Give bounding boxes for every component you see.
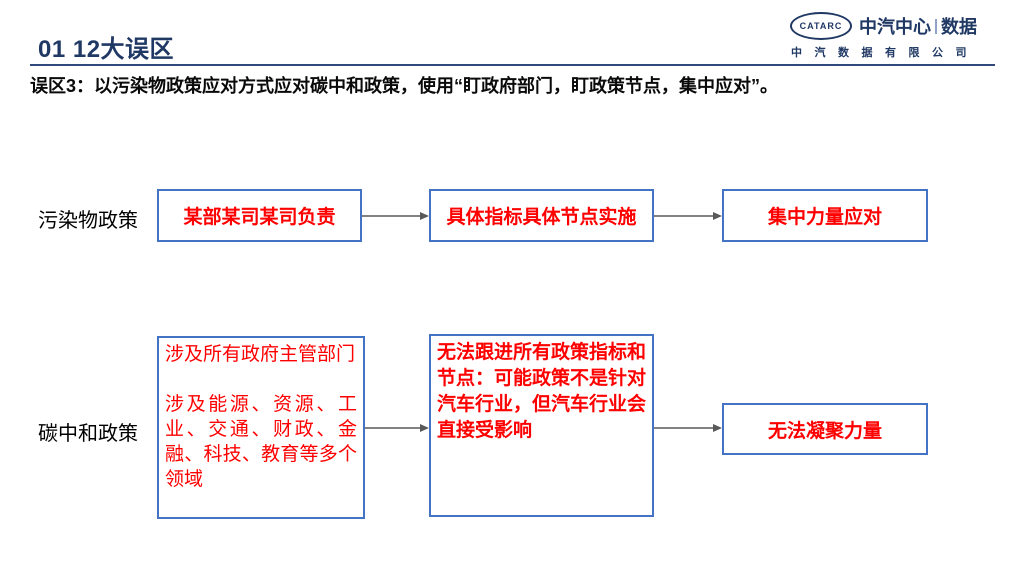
logo-divider bbox=[935, 18, 937, 34]
flow-box-paragraph: 涉及所有政府主管部门 bbox=[165, 344, 356, 365]
logo-brand-left: 中汽中心 bbox=[859, 17, 931, 37]
slide-subtitle: 误区3：以污染物政策应对方式应对碳中和政策，使用“盯政府部门，盯政策节点，集中应… bbox=[30, 76, 779, 96]
logo-company-name: 中汽数据有限公司 bbox=[791, 47, 979, 59]
flow-box-cannot-unite: 无法凝聚力量 bbox=[722, 403, 928, 455]
catarc-logo-icon: CATARC bbox=[790, 12, 852, 40]
logo-top-row: CATARC 中汽中心 数据 bbox=[790, 12, 980, 40]
page-title: 01 12大误区 bbox=[38, 36, 175, 63]
flow-arrow-icon bbox=[362, 210, 429, 222]
flow-arrow-icon bbox=[654, 422, 722, 434]
company-logo: CATARC 中汽中心 数据 中汽数据有限公司 bbox=[790, 12, 980, 60]
flow-box-cannot-track: 无法跟进所有政策指标和节点：可能政策不是针对汽车行业，但汽车行业会直接受影响 bbox=[429, 334, 654, 517]
logo-brand: 中汽中心 数据 bbox=[859, 13, 977, 39]
row-label-pollutant-policy: 污染物政策 bbox=[38, 210, 138, 232]
flow-box-all-departments: 涉及所有政府主管部门 涉及能源、资源、工业、交通、财政、金融、科技、教育等多个领… bbox=[157, 336, 365, 519]
flow-box-specific-targets: 具体指标具体节点实施 bbox=[429, 189, 654, 242]
flow-box-paragraph: 涉及能源、资源、工业、交通、财政、金融、科技、教育等多个领域 bbox=[165, 394, 357, 490]
header-divider bbox=[30, 64, 995, 66]
logo-brand-right: 数据 bbox=[941, 17, 977, 37]
flow-arrow-icon bbox=[654, 210, 722, 222]
flow-box-responsible-dept: 某部某司某司负责 bbox=[157, 189, 362, 242]
flow-arrow-icon bbox=[365, 422, 429, 434]
flow-box-concentrated-response: 集中力量应对 bbox=[722, 189, 928, 242]
row-label-carbon-policy: 碳中和政策 bbox=[38, 423, 138, 445]
